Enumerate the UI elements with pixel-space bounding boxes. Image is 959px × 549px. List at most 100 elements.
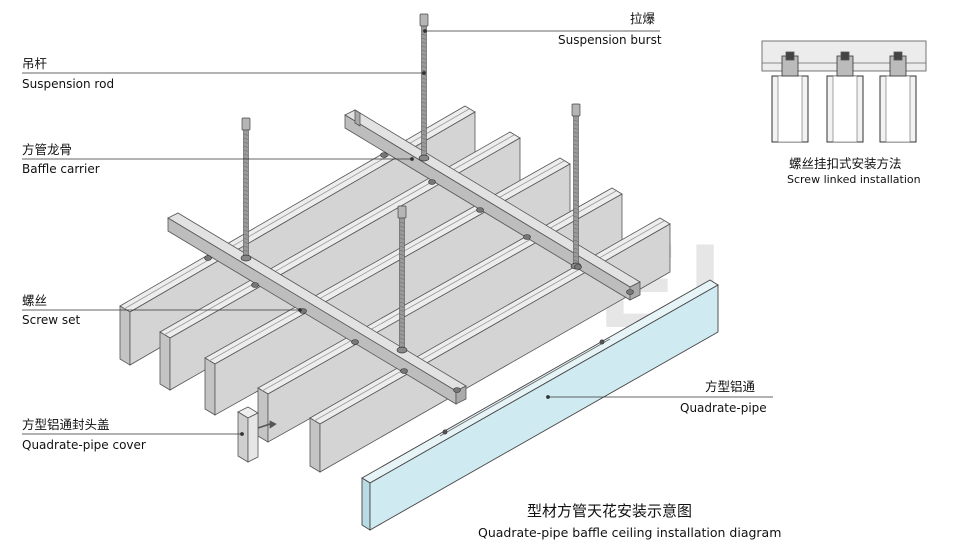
rod-thread [421,65,427,68]
rod-thread [573,191,579,194]
rod-thread [573,243,579,246]
leader-dot [240,432,244,436]
rod-thread [399,245,405,248]
rod-thread [421,93,427,96]
rod-thread [421,145,427,148]
rod-thread [573,219,579,222]
rod-thread [243,173,249,176]
rod-thread [421,149,427,152]
anchor-burst [419,13,429,27]
screw [574,264,582,270]
rod-thread [573,131,579,134]
label-suspension-burst-zh: 拉爆 [630,11,656,26]
rod-thread [399,293,405,296]
leader-dot [298,308,302,312]
rod-thread [243,225,249,228]
rod-thread [243,213,249,216]
rod-thread [243,145,249,148]
screw-sets [204,152,634,393]
rod-thread [573,251,579,254]
rod-thread [399,297,405,300]
screw [400,368,408,374]
rod-thread [421,49,427,52]
screw [453,387,461,393]
rod-thread [421,61,427,64]
rod-thread [399,309,405,312]
rod-thread [573,163,579,166]
rod-thread [573,151,579,154]
rod-thread [573,235,579,238]
rod-thread [573,195,579,198]
rod-thread [573,119,579,122]
rod-thread [243,249,249,252]
rod-thread [399,337,405,340]
label-quadrate-pipe-zh: 方型铝通 [705,379,756,394]
rod-thread [399,285,405,288]
rod-thread [399,333,405,336]
rod-thread [399,265,405,268]
rod-thread [243,181,249,184]
rod-thread [399,317,405,320]
leader-dot [423,29,427,33]
rod-thread [399,221,405,224]
label-screw-set-zh: 螺丝 [22,293,48,308]
rod-thread [573,227,579,230]
rod-thread [421,129,427,132]
rod-thread [421,45,427,48]
rod-thread [399,301,405,304]
rod-thread [573,211,579,214]
inset-screw-head [893,51,903,61]
screw [204,255,212,261]
rod-thread [243,165,249,168]
diagram-title-zh: 型材方管天花安装示意图 [527,502,693,520]
anchor-burst [397,205,407,219]
suspension-rods [240,13,582,354]
rod-thread [243,169,249,172]
rod-thread [399,269,405,272]
screw-linked-detail [761,40,927,143]
rod-thread [399,241,405,244]
rod-thread [243,153,249,156]
rod-thread [421,133,427,136]
screw [476,207,484,213]
rod-thread [421,85,427,88]
rod-thread [243,205,249,208]
rod-thread [399,321,405,324]
rod-thread [243,237,249,240]
rod-thread [421,113,427,116]
rod-thread [399,313,405,316]
leader-dot [546,395,550,399]
rod-thread [421,125,427,128]
quadrate-pipe-highlight [361,279,719,531]
rod-thread [573,207,579,210]
rod-thread [243,137,249,140]
label-suspension-burst-en: Suspension burst [558,33,662,47]
baffle-carrier-back [344,109,641,301]
rod-thread [399,277,405,280]
rod-thread [421,101,427,104]
rod-thread [573,247,579,250]
rod-thread [573,147,579,150]
inset-caption-zh: 螺丝挂扣式安装方法 [789,156,902,171]
rod-thread [243,177,249,180]
rod-thread [243,193,249,196]
rod-thread [399,253,405,256]
label-suspension-rod-zh: 吊杆 [22,56,48,71]
rod-thread [573,231,579,234]
rod-thread [573,139,579,142]
screw [351,339,359,345]
label-screw-set-en: Screw set [22,313,81,327]
suspension-rod [418,13,430,162]
rod-thread [243,133,249,136]
leader-dot [410,157,414,161]
screw [626,289,634,295]
quadrate-pipe-cover-piece [237,406,277,463]
label-quadrate-pipe-cover-en: Quadrate-pipe cover [22,438,146,452]
rod-thread [399,261,405,264]
rod-thread [243,233,249,236]
label-baffle-carrier-en: Baffle carrier [22,162,100,176]
rod-thread [399,249,405,252]
rod-thread [243,189,249,192]
rod-thread [399,229,405,232]
